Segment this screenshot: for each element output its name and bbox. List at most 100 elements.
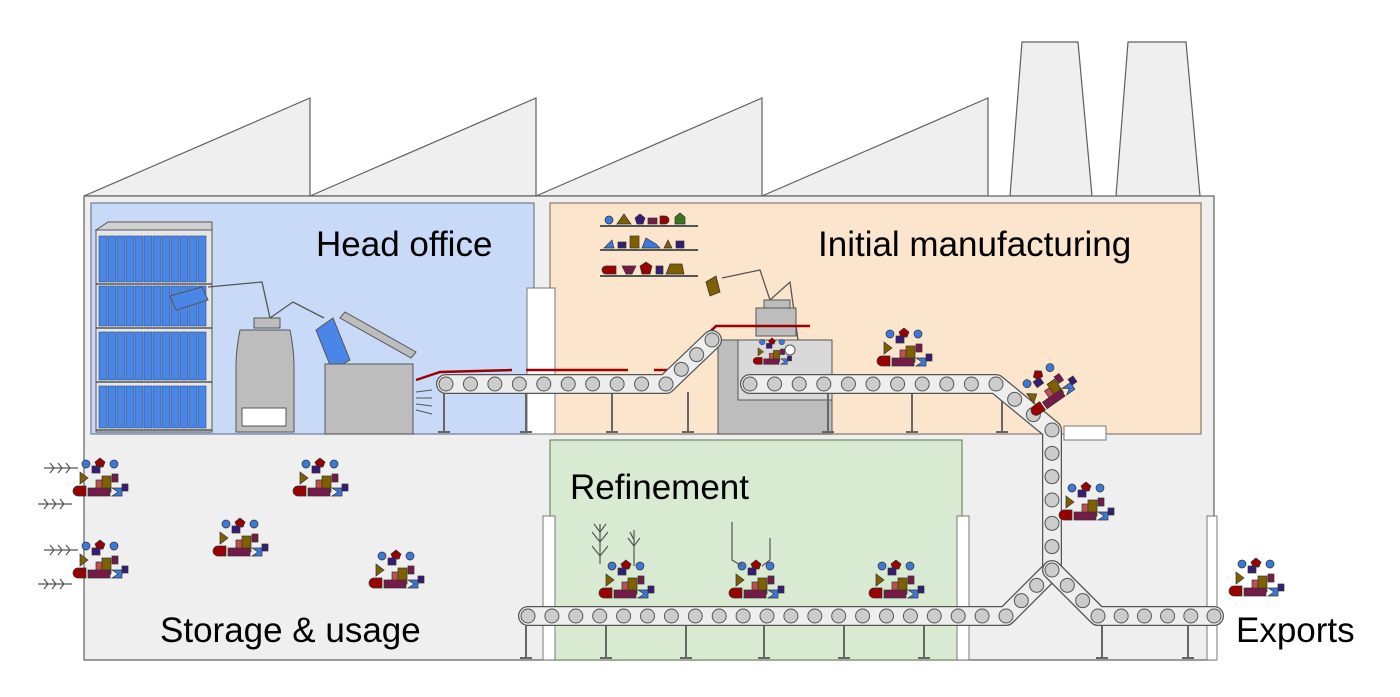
roller: [865, 376, 881, 392]
roller: [840, 376, 856, 392]
roller: [640, 608, 655, 624]
refinement-label: Refinement: [570, 468, 749, 507]
roller: [585, 376, 601, 392]
roller: [1029, 577, 1045, 593]
roller: [998, 608, 1014, 624]
part-icon: [705, 275, 721, 297]
roller: [487, 376, 503, 392]
binder-icon: [116, 385, 126, 429]
binder-icon: [152, 285, 162, 327]
binder-icon: [179, 331, 189, 381]
manufacturing-room: [549, 202, 1202, 435]
binder-icon: [134, 385, 144, 429]
binder-icon: [197, 285, 207, 327]
roller: [1136, 608, 1152, 624]
roller: [1044, 469, 1060, 485]
binder-icon: [161, 385, 171, 429]
roller: [926, 608, 942, 624]
roller: [634, 376, 650, 392]
roller: [438, 376, 454, 392]
binder-icon: [98, 235, 108, 283]
storage-usage-label: Storage & usage: [160, 611, 421, 650]
roller: [1044, 422, 1060, 438]
roller: [879, 608, 894, 624]
binder-icon: [179, 235, 189, 283]
roller: [735, 608, 751, 624]
antibody-icon: [37, 462, 771, 590]
roller: [974, 608, 990, 624]
binder-icon: [170, 235, 180, 283]
binder-icon: [161, 285, 171, 327]
conveyor-icon: [436, 330, 1224, 659]
roller: [568, 608, 584, 624]
binder-icon: [125, 285, 135, 327]
chimney-icon: [1009, 41, 1093, 197]
roller: [616, 608, 632, 624]
roller: [1160, 608, 1176, 624]
roller: [783, 608, 799, 624]
roller: [1183, 608, 1199, 624]
roller: [536, 376, 552, 392]
binder-icon: [143, 235, 153, 283]
roller: [963, 376, 979, 392]
exports-label: Exports: [1236, 611, 1355, 650]
binder-icon: [143, 385, 153, 429]
roller: [767, 376, 783, 392]
roller: [1007, 391, 1023, 407]
roller: [592, 608, 608, 624]
binder-icon: [188, 331, 198, 381]
roller: [890, 376, 906, 392]
roller: [704, 332, 720, 348]
binder-icon: [98, 331, 108, 381]
roller: [673, 361, 689, 377]
roller: [816, 376, 832, 392]
binder-icon: [152, 331, 162, 381]
binder-icon: [134, 235, 144, 283]
roller: [520, 608, 536, 624]
binder-icon: [134, 331, 144, 381]
machine-icon: [235, 317, 295, 433]
roller: [687, 608, 703, 624]
roller: [1044, 562, 1060, 578]
binder-icon: [161, 331, 171, 381]
roller: [658, 376, 674, 392]
binder-icon: [98, 285, 108, 327]
binder-icon: [116, 331, 126, 381]
roller: [511, 376, 527, 392]
binder-icon: [134, 285, 144, 327]
binder-icon: [107, 285, 117, 327]
binder-icon: [107, 331, 117, 381]
binder-icon: [116, 285, 126, 327]
binder-icon: [107, 385, 117, 429]
roller: [1075, 593, 1091, 609]
roller: [950, 608, 966, 624]
roller: [939, 376, 955, 392]
binder-icon: [152, 385, 162, 429]
roller: [791, 376, 807, 392]
roller: [1044, 492, 1060, 508]
roller: [988, 376, 1004, 392]
binder-icon: [98, 385, 108, 429]
roller: [807, 608, 823, 624]
binder-icon: [169, 286, 351, 371]
binder-icon: [170, 331, 180, 381]
binder-icon: [116, 235, 126, 283]
shredder-icon: [324, 311, 433, 435]
roller: [1013, 593, 1029, 609]
roller: [609, 376, 625, 392]
binder-icon: [170, 385, 180, 429]
head-office-label: Head office: [316, 225, 492, 264]
binder-icon: [161, 235, 171, 283]
chimney-icon: [1115, 41, 1201, 197]
binder-icon: [197, 235, 207, 283]
binder-icon: [107, 235, 117, 283]
roller: [1206, 608, 1222, 624]
roller: [560, 376, 576, 392]
binder-icon: [125, 385, 135, 429]
binder-icon: [143, 285, 153, 327]
roller: [759, 608, 775, 624]
roller: [1059, 577, 1075, 593]
parts-shelf-icon: [600, 212, 698, 277]
roller: [914, 376, 930, 392]
